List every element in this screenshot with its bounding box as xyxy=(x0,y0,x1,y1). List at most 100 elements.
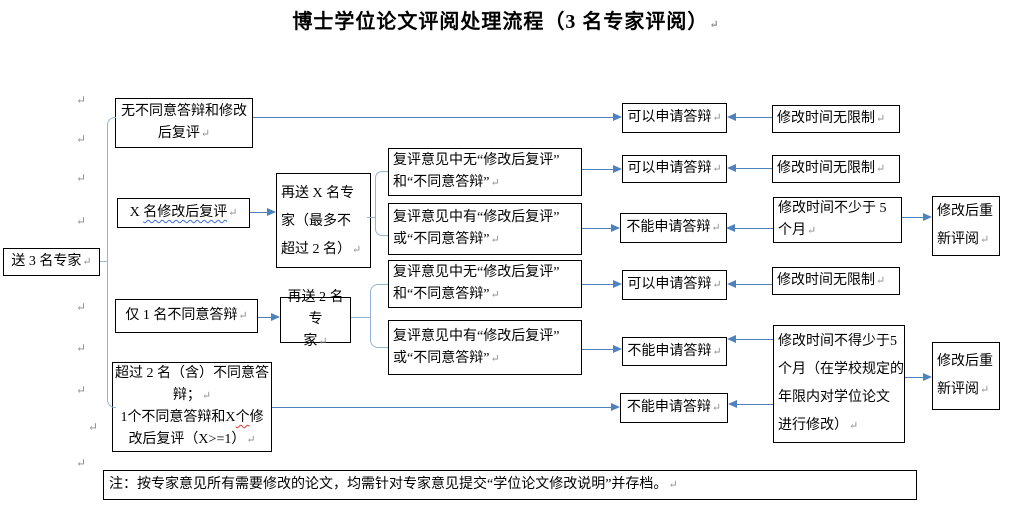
paragraph-mark: ↵ xyxy=(712,345,722,358)
paragraph-mark: ↵ xyxy=(76,383,87,397)
paragraph-mark: ↵ xyxy=(876,275,886,287)
node-text: 不能申请答辩 xyxy=(626,400,711,415)
connector-branch1-to-can1 xyxy=(253,117,614,118)
connector-branch2-to-resendx xyxy=(250,212,268,213)
node-text-line: 修改时间不得少于5 xyxy=(778,334,897,349)
arrowhead-right-icon xyxy=(611,224,620,232)
paragraph-mark: ↵ xyxy=(876,163,886,175)
paragraph-mark: ↵ xyxy=(712,112,722,124)
node-text-line: 修改时间不少于 5 xyxy=(778,201,887,216)
node-text: 不能申请答辩 xyxy=(626,220,711,235)
node-text-line: 再送 X 名专 xyxy=(281,186,355,201)
node-text: 修改时间无限制 xyxy=(777,111,875,126)
paragraph-mark: ↵ xyxy=(711,402,722,414)
connector-resendx-stub xyxy=(367,217,376,218)
node-label: 仅 1 名不同意答辩↵ xyxy=(116,305,257,327)
node-text-line: 超过 2 名）↵ xyxy=(281,236,370,264)
node-over-2-disagree: 超过 2 名（含）不同意答 辩；↵ 1个不同意答辩和X个修 改后复评（X>=1）… xyxy=(112,362,272,452)
node-rereview-5: 修改后重 新评阅↵ xyxy=(932,342,1000,410)
arrowhead-left-icon xyxy=(728,400,737,408)
node-text-line: 再送 2 名专 xyxy=(287,290,344,327)
node-text-line: 后复评↵ xyxy=(116,123,252,145)
arrowhead-right-icon xyxy=(267,208,276,216)
note-box: 注：按专家意见所有需要修改的论文，均需针对专家意见提交“学位论文修改说明”并存档… xyxy=(103,470,917,500)
node-text: 新评阅 xyxy=(937,232,979,247)
node-text-line: 和“不同意答辩”↵ xyxy=(393,172,581,194)
paragraph-mark: ↵ xyxy=(490,177,500,189)
node-min-5-months: 修改时间不少于 5 个月↵ xyxy=(773,197,902,243)
node-text-line: 家（最多不 xyxy=(281,214,351,229)
paragraph-mark: ↵ xyxy=(668,479,678,491)
node-text: 修改时间无限制 xyxy=(777,161,875,176)
paragraph-mark: ↵ xyxy=(246,434,256,446)
connector-reviewnob-to-can4 xyxy=(582,284,613,285)
connector-resend2-stub xyxy=(351,317,371,318)
node-text-line: 家↵ xyxy=(281,331,350,353)
node-text-spellcheck: 个 xyxy=(235,410,250,425)
node-label: 可以申请答辩↵ xyxy=(623,107,726,129)
node-text-line: 个月↵ xyxy=(778,220,901,242)
node-text: 个月 xyxy=(778,223,806,238)
node-text: 可以申请答辩 xyxy=(627,110,712,125)
node-text-spellcheck: 名修改后复评 xyxy=(143,205,228,220)
node-no-time-limit-1: 修改时间无限制↵ xyxy=(772,105,900,133)
node-text: 新评阅 xyxy=(937,382,979,397)
node-label: 可以申请答辩↵ xyxy=(623,158,726,180)
node-label: 修改时间无限制↵ xyxy=(777,108,899,130)
arrowhead-right-icon xyxy=(613,113,622,121)
node-text-line: 和“不同意答辩”↵ xyxy=(393,284,581,306)
node-text-line: 复评意见中有“修改后复评” xyxy=(393,328,560,344)
node-text-line: 复评意见中有“修改后复评” xyxy=(393,210,560,225)
node-text: 辩； xyxy=(172,388,201,403)
node-text-line: 超过 2 名（含）不同意答 xyxy=(115,366,269,381)
paragraph-mark: ↵ xyxy=(490,352,500,365)
arrowhead-left-icon xyxy=(726,224,735,232)
arrowhead-left-icon xyxy=(727,164,736,172)
node-text: 超过 2 名） xyxy=(281,242,351,257)
paragraph-mark: ↵ xyxy=(490,234,500,246)
node-recheck-none-b: 复评意见中无“修改后复评” 和“不同意答辩”↵ xyxy=(388,260,582,308)
node-cannot-defend-5: 不能申请答辩↵ xyxy=(622,337,727,366)
node-text-line: 或“不同意答辩”↵ xyxy=(393,229,581,251)
paragraph-mark: ↵ xyxy=(200,128,211,140)
arrowhead-left-icon xyxy=(727,335,736,343)
node-label: 修改时间无限制↵ xyxy=(777,158,899,180)
page-title: 博士学位论文评阅处理流程（3 名专家评阅）↵ xyxy=(0,5,1012,34)
node-can-defend-2: 可以申请答辩↵ xyxy=(622,155,727,183)
node-text-line: 年限内对学位论文 xyxy=(778,390,890,405)
node-text: 进行修改） xyxy=(778,418,848,433)
arrowhead-left-icon xyxy=(727,113,736,121)
node-text-line: 复评意见中无“修改后复评” xyxy=(393,265,560,280)
node-text-line: 辩；↵ xyxy=(113,385,271,407)
paragraph-mark: ↵ xyxy=(490,289,500,301)
paragraph-mark: ↵ xyxy=(876,113,886,125)
paragraph-mark: ↵ xyxy=(76,341,87,355)
node-cannot-defend-3: 不能申请答辩↵ xyxy=(620,213,727,243)
paragraph-mark: ↵ xyxy=(980,384,990,396)
node-text: 改后复评（X>=1） xyxy=(128,432,246,447)
node-text: 送 3 名专家 xyxy=(11,254,82,269)
connector-nolimit2-to-can2 xyxy=(736,168,772,169)
connector-min5long-to-cannot6 xyxy=(737,404,773,405)
node-send-3-experts: 送 3 名专家↵ xyxy=(3,248,100,276)
node-text: 后复评 xyxy=(157,126,200,141)
connector-nolimit4-to-can4 xyxy=(736,284,772,285)
node-text-line: 1个不同意答辩和X个修 xyxy=(113,407,271,429)
paragraph-mark: ↵ xyxy=(82,256,92,268)
connector-reviewnoa-to-can2 xyxy=(582,169,613,170)
node-label: X 名修改后复评↵ xyxy=(118,202,249,224)
paragraph-mark: ↵ xyxy=(709,19,720,31)
arrowhead-right-icon xyxy=(613,280,622,288)
connector-min5long-to-rereview5 xyxy=(905,377,923,378)
connector-reviewyesa-to-cannot3 xyxy=(582,228,611,229)
arrowhead-right-icon xyxy=(611,403,620,411)
paragraph-mark: ↵ xyxy=(76,132,87,146)
node-cannot-defend-6: 不能申请答辩↵ xyxy=(620,393,728,423)
node-text: 仅 1 名不同意答辩 xyxy=(125,308,238,323)
paragraph-mark: ↵ xyxy=(76,171,87,185)
node-text: 1个不同意答辩和X xyxy=(120,410,236,425)
paragraph-mark: ↵ xyxy=(352,244,362,256)
paragraph-mark: ↵ xyxy=(711,222,721,234)
node-text-line: 复评意见中无“修改后复评” xyxy=(393,153,560,168)
node-text-line: 改后复评（X>=1）↵ xyxy=(113,429,271,451)
